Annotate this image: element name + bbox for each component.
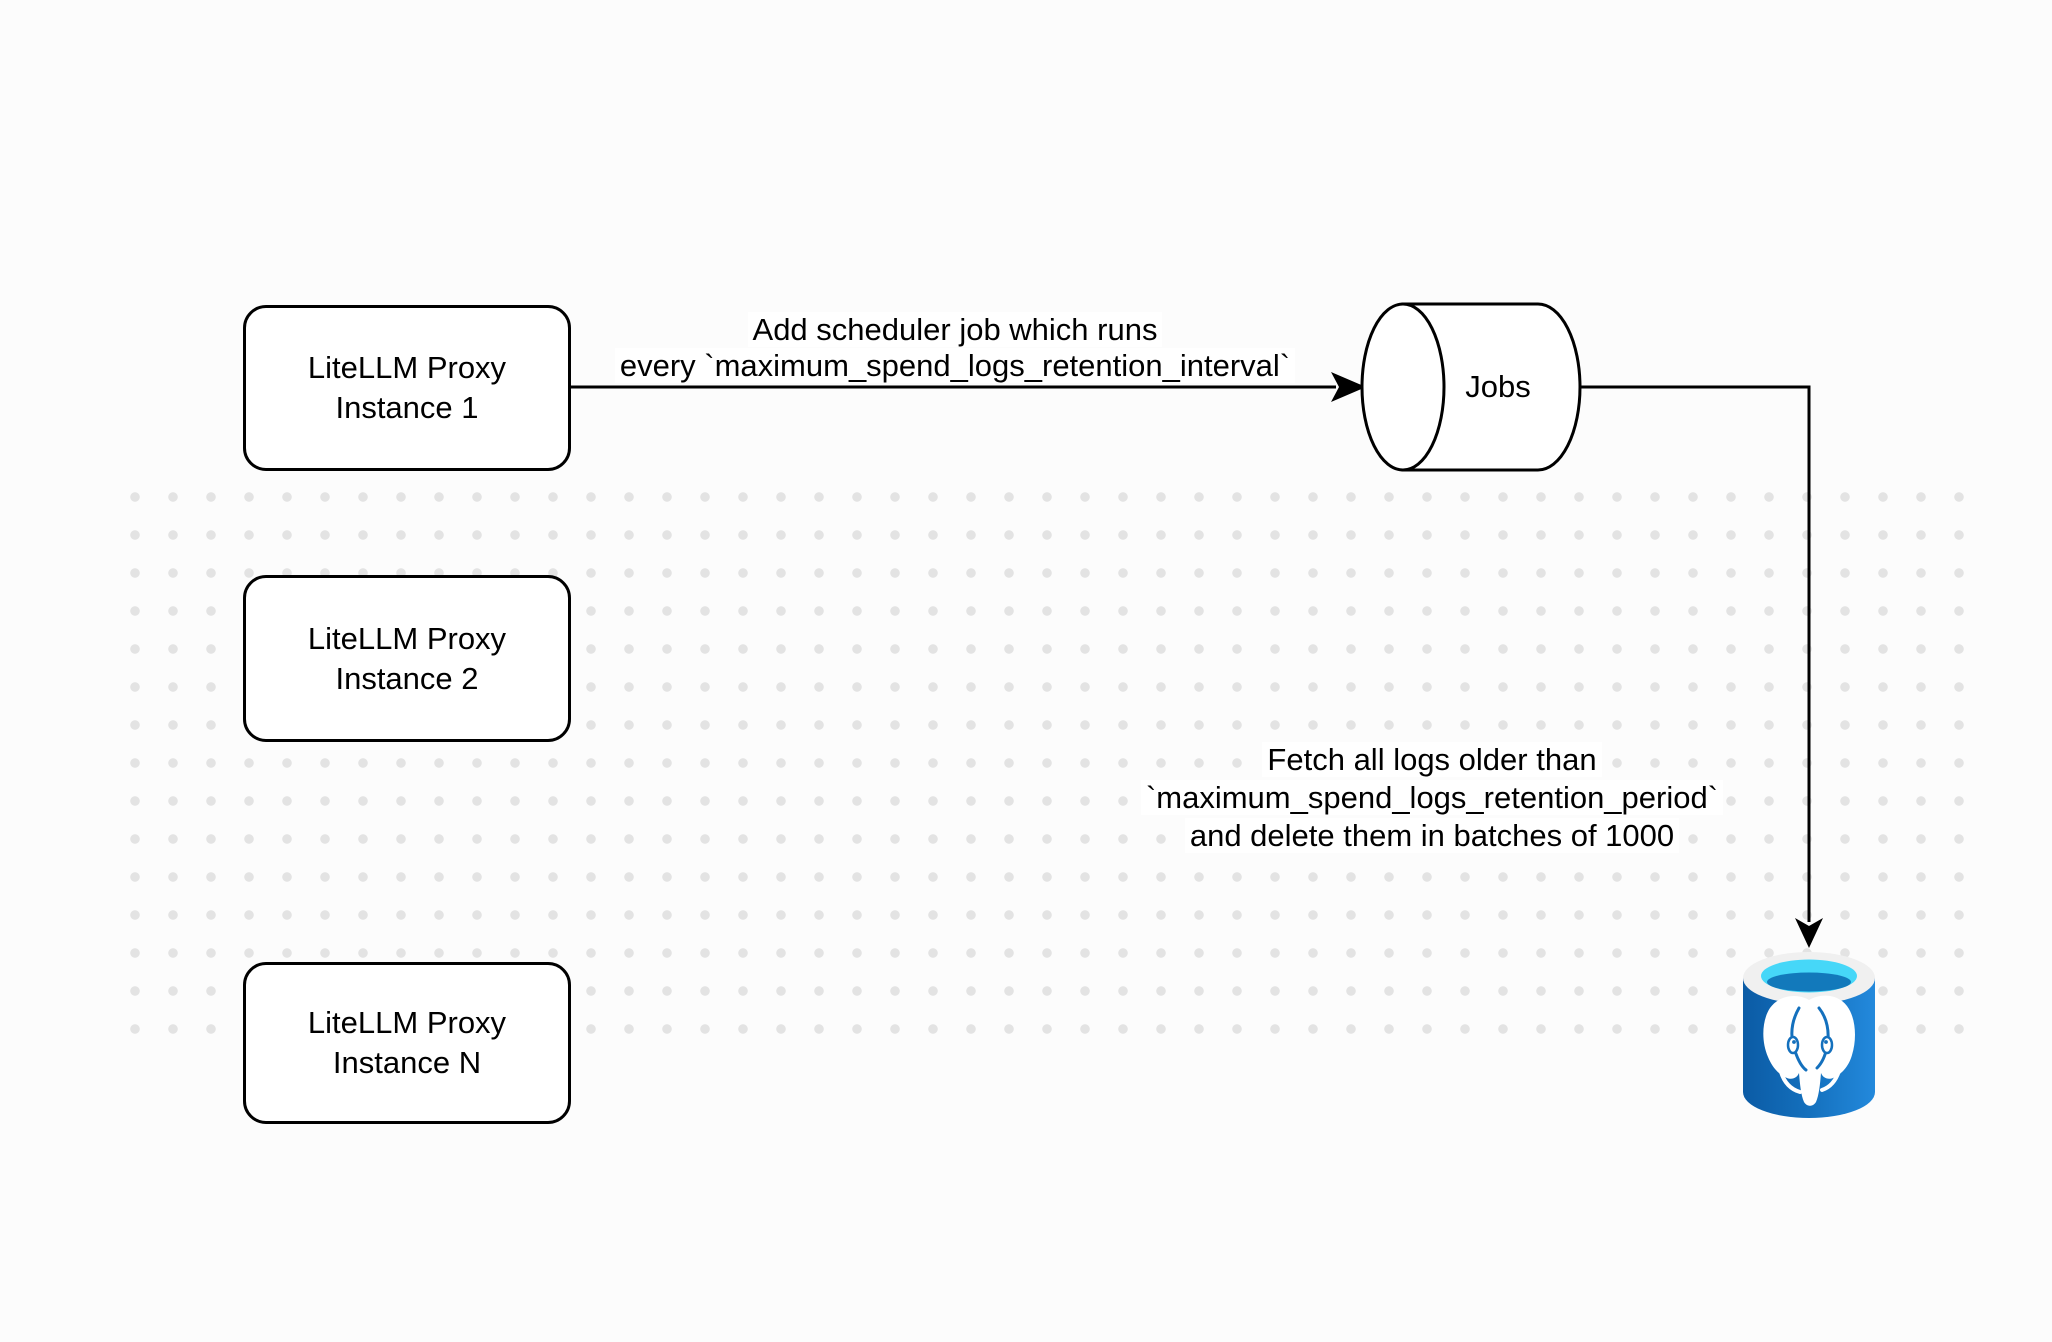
edge-label-add-scheduler-job: Add scheduler job which runs every `maxi… — [555, 312, 1355, 384]
postgres-elephant-glyph — [1763, 995, 1855, 1106]
jobs-queue-cylinder — [1360, 302, 1582, 472]
node-title-line: LiteLLM Proxy — [307, 350, 507, 385]
edge-jobs-to-postgres — [1580, 385, 1811, 922]
edge-label-line: Add scheduler job which runs — [747, 312, 1163, 347]
node-litellm-proxy-instance-n: LiteLLM Proxy Instance N — [243, 962, 571, 1124]
arrowhead-down-icon — [1795, 918, 1823, 948]
postgresql-database-icon — [1743, 952, 1875, 1118]
node-title-line: LiteLLM Proxy — [307, 1005, 507, 1040]
arrowhead-right-icon — [1331, 372, 1366, 402]
edge-label-line: Fetch all logs older than — [1262, 742, 1602, 777]
node-title-line: Instance N — [332, 1045, 482, 1080]
edge-label-line: and delete them in batches of 1000 — [1184, 818, 1680, 853]
node-litellm-proxy-instance-2: LiteLLM Proxy Instance 2 — [243, 575, 571, 742]
jobs-queue-label: Jobs — [1465, 369, 1531, 404]
node-litellm-proxy-instance-1: LiteLLM Proxy Instance 1 — [243, 305, 571, 471]
edge-label-line: every `maximum_spend_logs_retention_inte… — [614, 348, 1296, 383]
edge-label-fetch-and-delete: Fetch all logs older than `maximum_spend… — [1032, 741, 1832, 855]
node-title-line: Instance 2 — [335, 660, 479, 696]
node-title-line: Instance 1 — [335, 390, 479, 425]
node-title-line: LiteLLM Proxy — [307, 620, 507, 656]
dot-grid-background — [116, 478, 1978, 1048]
edge-label-line: `maximum_spend_logs_retention_period` — [1140, 780, 1724, 815]
